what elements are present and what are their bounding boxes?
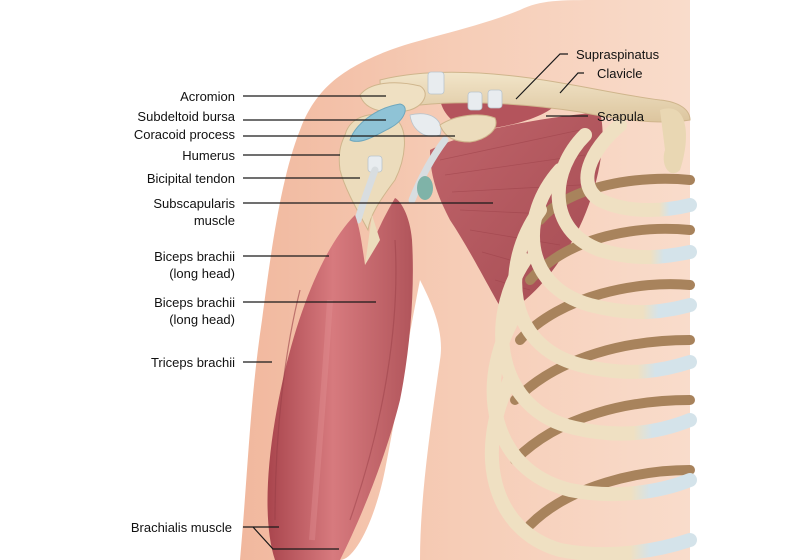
leader-lines	[243, 53, 588, 550]
label-scapula: Scapula	[597, 108, 644, 125]
arm-muscles	[267, 198, 413, 560]
ligaments	[367, 71, 503, 173]
tendons	[354, 136, 449, 224]
label-text: Subdeltoid bursa	[137, 109, 235, 124]
label-text: Acromion	[180, 89, 235, 104]
label-supraspinatus: Supraspinatus	[576, 46, 659, 63]
tendon-sheath-shape	[417, 176, 433, 200]
label-humerus: Humerus	[182, 147, 235, 164]
label-text-line2: (long head)	[169, 312, 235, 327]
label-text-line2: (long head)	[169, 266, 235, 281]
label-text: Brachialis muscle	[130, 520, 232, 535]
label-clavicle: Clavicle	[597, 65, 643, 82]
label-text: Humerus	[182, 148, 235, 163]
label-text-line2: muscle	[193, 213, 235, 228]
label-bicipital-tendon: Bicipital tendon	[147, 170, 235, 187]
sternal-end-shape	[660, 108, 686, 174]
label-text: Clavicle	[597, 66, 643, 81]
label-biceps-brachii-1: Biceps brachii (long head)	[154, 248, 235, 282]
label-text: Bicipital tendon	[146, 171, 235, 186]
label-subscapularis-muscle: Subscapularis muscle	[153, 195, 235, 229]
label-subdeltoid-bursa: Subdeltoid bursa	[137, 108, 235, 125]
clavicle-shape	[379, 71, 691, 123]
label-biceps-brachii-2: Biceps brachii (long head)	[154, 294, 235, 328]
label-acromion: Acromion	[180, 88, 235, 105]
rib-cage	[484, 118, 697, 560]
label-text: Biceps brachii	[154, 295, 235, 310]
label-brachialis-muscle: Brachialis muscle	[131, 519, 232, 536]
label-text: Coracoid process	[133, 127, 235, 142]
label-text: Supraspinatus	[576, 47, 660, 62]
label-text: Scapula	[597, 109, 644, 124]
label-text: Subscapularis	[153, 196, 235, 211]
label-coracoid-process: Coracoid process	[134, 126, 235, 143]
subdeltoid-bursa-shape	[349, 103, 406, 142]
label-text: Biceps brachii	[154, 249, 235, 264]
label-triceps-brachii: Triceps brachii	[151, 354, 235, 371]
label-text: Triceps brachii	[150, 355, 235, 370]
coracoid-process-shape	[439, 114, 497, 143]
